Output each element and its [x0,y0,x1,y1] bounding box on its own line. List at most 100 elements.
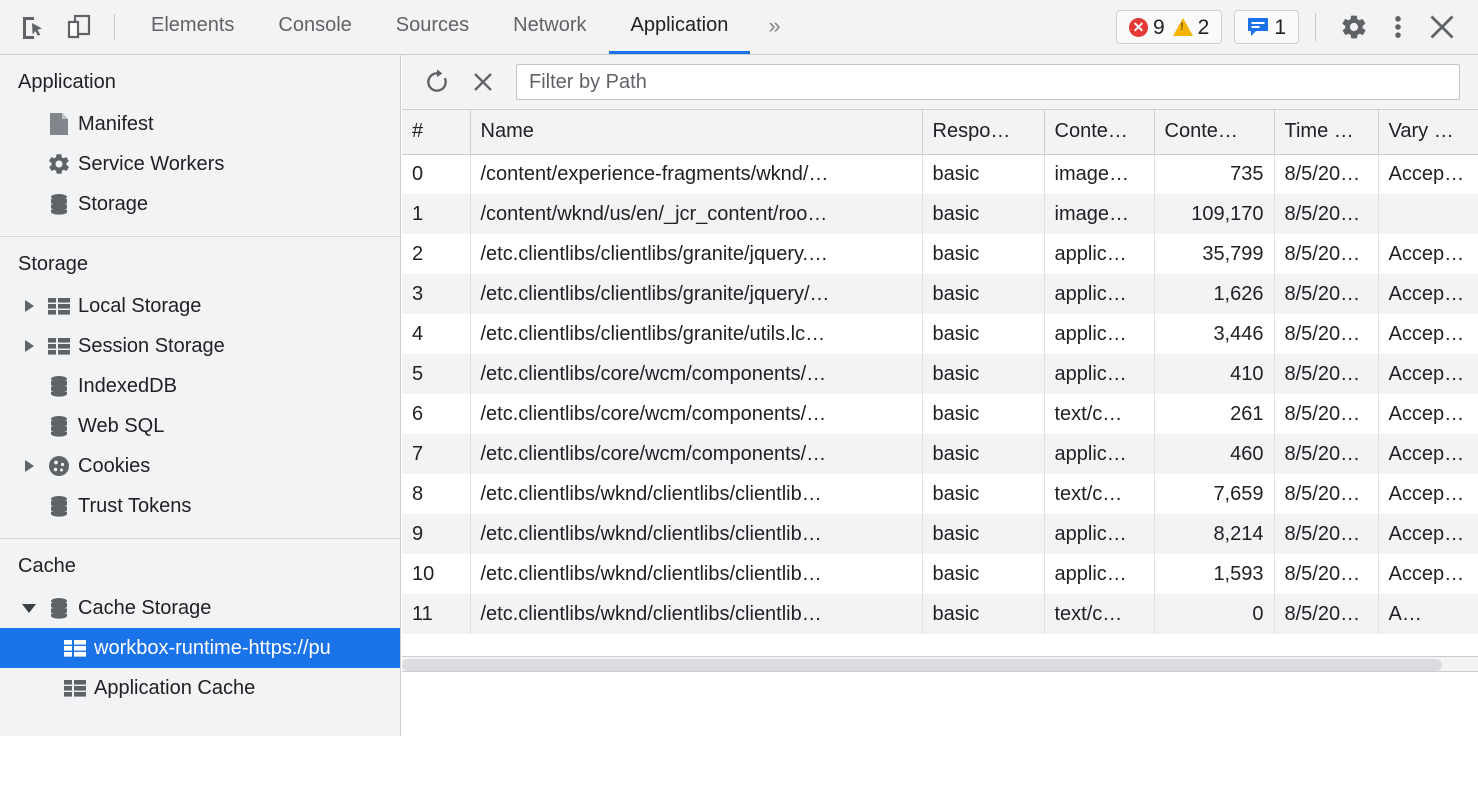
cache-entry-preview-pane [402,672,1478,791]
table-row[interactable]: 6 /etc.clientlibs/core/wcm/components/… … [402,394,1478,434]
refresh-button[interactable] [414,59,460,105]
cell-content-length: 1,626 [1154,274,1275,314]
delete-selected-button[interactable] [460,59,506,105]
filter-by-path-input[interactable] [516,64,1460,100]
database-icon [40,374,78,398]
cell-index: 2 [402,234,471,274]
settings-button[interactable] [1332,5,1376,49]
cell-index: 5 [402,354,471,394]
sidebar-item-trust-tokens[interactable]: Trust Tokens [0,486,400,526]
table-row[interactable]: 11 /etc.clientlibs/wknd/clientlibs/clien… [402,594,1478,634]
cell-response-type: basic [922,514,1045,554]
table-row[interactable]: 8 /etc.clientlibs/wknd/clientlibs/client… [402,474,1478,514]
message-counter[interactable]: 1 [1247,17,1286,38]
gear-icon [1342,15,1366,39]
cell-name: /etc.clientlibs/core/wcm/components/… [470,394,923,434]
cell-time-cached: 8/5/20… [1274,514,1379,554]
cell-content-length: 8,214 [1154,514,1275,554]
tab-console[interactable]: Console [278,14,352,36]
sidebar-item-label-workbox-runtime-cache: workbox-runtime-https://pu [94,636,331,659]
tab-application[interactable]: Application [608,0,751,54]
column-header-name[interactable]: Name [470,110,923,155]
sidebar-item-cookies[interactable]: Cookies [0,446,400,486]
table-icon [56,678,94,698]
sidebar-item-web-sql[interactable]: Web SQL [0,406,400,446]
issues-counter-group[interactable]: ✕ 9 2 [1115,10,1223,44]
database-icon [40,596,78,620]
cell-vary-header: Accep… [1378,514,1478,554]
table-row[interactable]: 9 /etc.clientlibs/wknd/clientlibs/client… [402,514,1478,554]
sidebar-item-indexeddb[interactable]: IndexedDB [0,366,400,406]
sidebar-item-local-storage[interactable]: Local Storage [0,286,400,326]
chevron-right-icon[interactable] [18,460,40,472]
cache-filter-toolbar [402,55,1478,110]
chevron-right-icon[interactable] [18,340,40,352]
tab-network[interactable]: Network [513,14,587,36]
device-toolbar-button[interactable] [56,0,102,54]
cache-storage-panel: # Name Respo… Conte… Conte… Time … Vary … [402,55,1478,791]
message-bubble-icon [1248,18,1269,36]
database-icon [40,494,78,518]
column-header-content-length[interactable]: Conte… [1154,110,1275,155]
error-counter[interactable]: ✕ 9 [1128,17,1165,38]
more-tabs-button[interactable]: » [768,12,781,38]
sidebar-item-label-session-storage: Session Storage [78,334,225,357]
cell-time-cached: 8/5/20… [1274,154,1379,194]
cell-content-length: 460 [1154,434,1275,474]
table-row[interactable]: 10 /etc.clientlibs/wknd/clientlibs/clien… [402,554,1478,594]
warning-triangle-icon [1172,18,1193,36]
table-row[interactable]: 3 /etc.clientlibs/clientlibs/granite/jqu… [402,274,1478,314]
message-count: 1 [1274,15,1286,39]
chevron-right-icon[interactable] [18,300,40,312]
table-header: # Name Respo… Conte… Conte… Time … Vary … [402,110,1478,155]
cell-content-length: 109,170 [1154,194,1275,234]
table-row[interactable]: 4 /etc.clientlibs/clientlibs/granite/uti… [402,314,1478,354]
sidebar-item-workbox-runtime-cache[interactable]: workbox-runtime-https://pu [0,628,400,668]
cell-vary-header: Accep… [1378,434,1478,474]
horizontal-scrollbar-thumb[interactable] [402,659,1442,671]
tab-sources[interactable]: Sources [395,14,470,36]
sidebar-section-title-application: Application [18,71,116,93]
column-header-time-cached[interactable]: Time … [1274,110,1379,155]
cell-index: 0 [402,154,471,194]
toolbar-divider-right [1315,13,1316,41]
column-header-vary-header[interactable]: Vary H… [1378,110,1478,155]
cell-content-type: applic… [1044,354,1155,394]
horizontal-scrollbar[interactable] [402,656,1478,672]
cache-entries-table: # Name Respo… Conte… Conte… Time … Vary … [402,110,1478,634]
sidebar-item-label-local-storage: Local Storage [78,294,202,317]
column-header-response-type[interactable]: Respo… [922,110,1045,155]
sidebar-item-session-storage[interactable]: Session Storage [0,326,400,366]
inspect-element-icon [23,17,42,39]
cell-name: /etc.clientlibs/wknd/clientlibs/clientli… [470,474,923,514]
sidebar-item-service-workers[interactable]: Service Workers [0,144,400,184]
table-row[interactable]: 2 /etc.clientlibs/clientlibs/granite/jqu… [402,234,1478,274]
application-sidebar[interactable]: Application Manifest Service Workers [0,55,401,736]
cell-content-length: 735 [1154,154,1275,194]
column-header-index[interactable]: # [402,110,471,155]
sidebar-section-title-cache: Cache [18,555,76,577]
table-row[interactable]: 5 /etc.clientlibs/core/wcm/components/… … [402,354,1478,394]
inspect-element-button[interactable] [10,0,56,54]
cell-index: 6 [402,394,471,434]
cell-name: /etc.clientlibs/core/wcm/components/… [470,434,923,474]
table-row[interactable]: 7 /etc.clientlibs/core/wcm/components/… … [402,434,1478,474]
table-row[interactable]: 1 /content/wknd/us/en/_jcr_content/roo… … [402,194,1478,234]
cell-content-type: text/c… [1044,594,1155,634]
sidebar-item-cache-storage[interactable]: Cache Storage [0,588,400,628]
sidebar-item-application-cache[interactable]: Application Cache [0,668,400,708]
cell-content-length: 410 [1154,354,1275,394]
table-icon [40,296,78,316]
sidebar-item-storage[interactable]: Storage [0,184,400,224]
cell-time-cached: 8/5/20… [1274,354,1379,394]
cell-vary-header: Accep… [1378,554,1478,594]
sidebar-item-manifest[interactable]: Manifest [0,104,400,144]
tab-elements[interactable]: Elements [151,14,235,36]
table-row[interactable]: 0 /content/experience-fragments/wknd/… b… [402,154,1478,194]
messages-counter-group[interactable]: 1 [1234,10,1299,44]
warning-counter[interactable]: 2 [1172,17,1209,38]
column-header-content-type[interactable]: Conte… [1044,110,1155,155]
more-options-button[interactable] [1376,5,1420,49]
close-devtools-button[interactable] [1420,5,1464,49]
chevron-down-icon[interactable] [18,603,40,613]
